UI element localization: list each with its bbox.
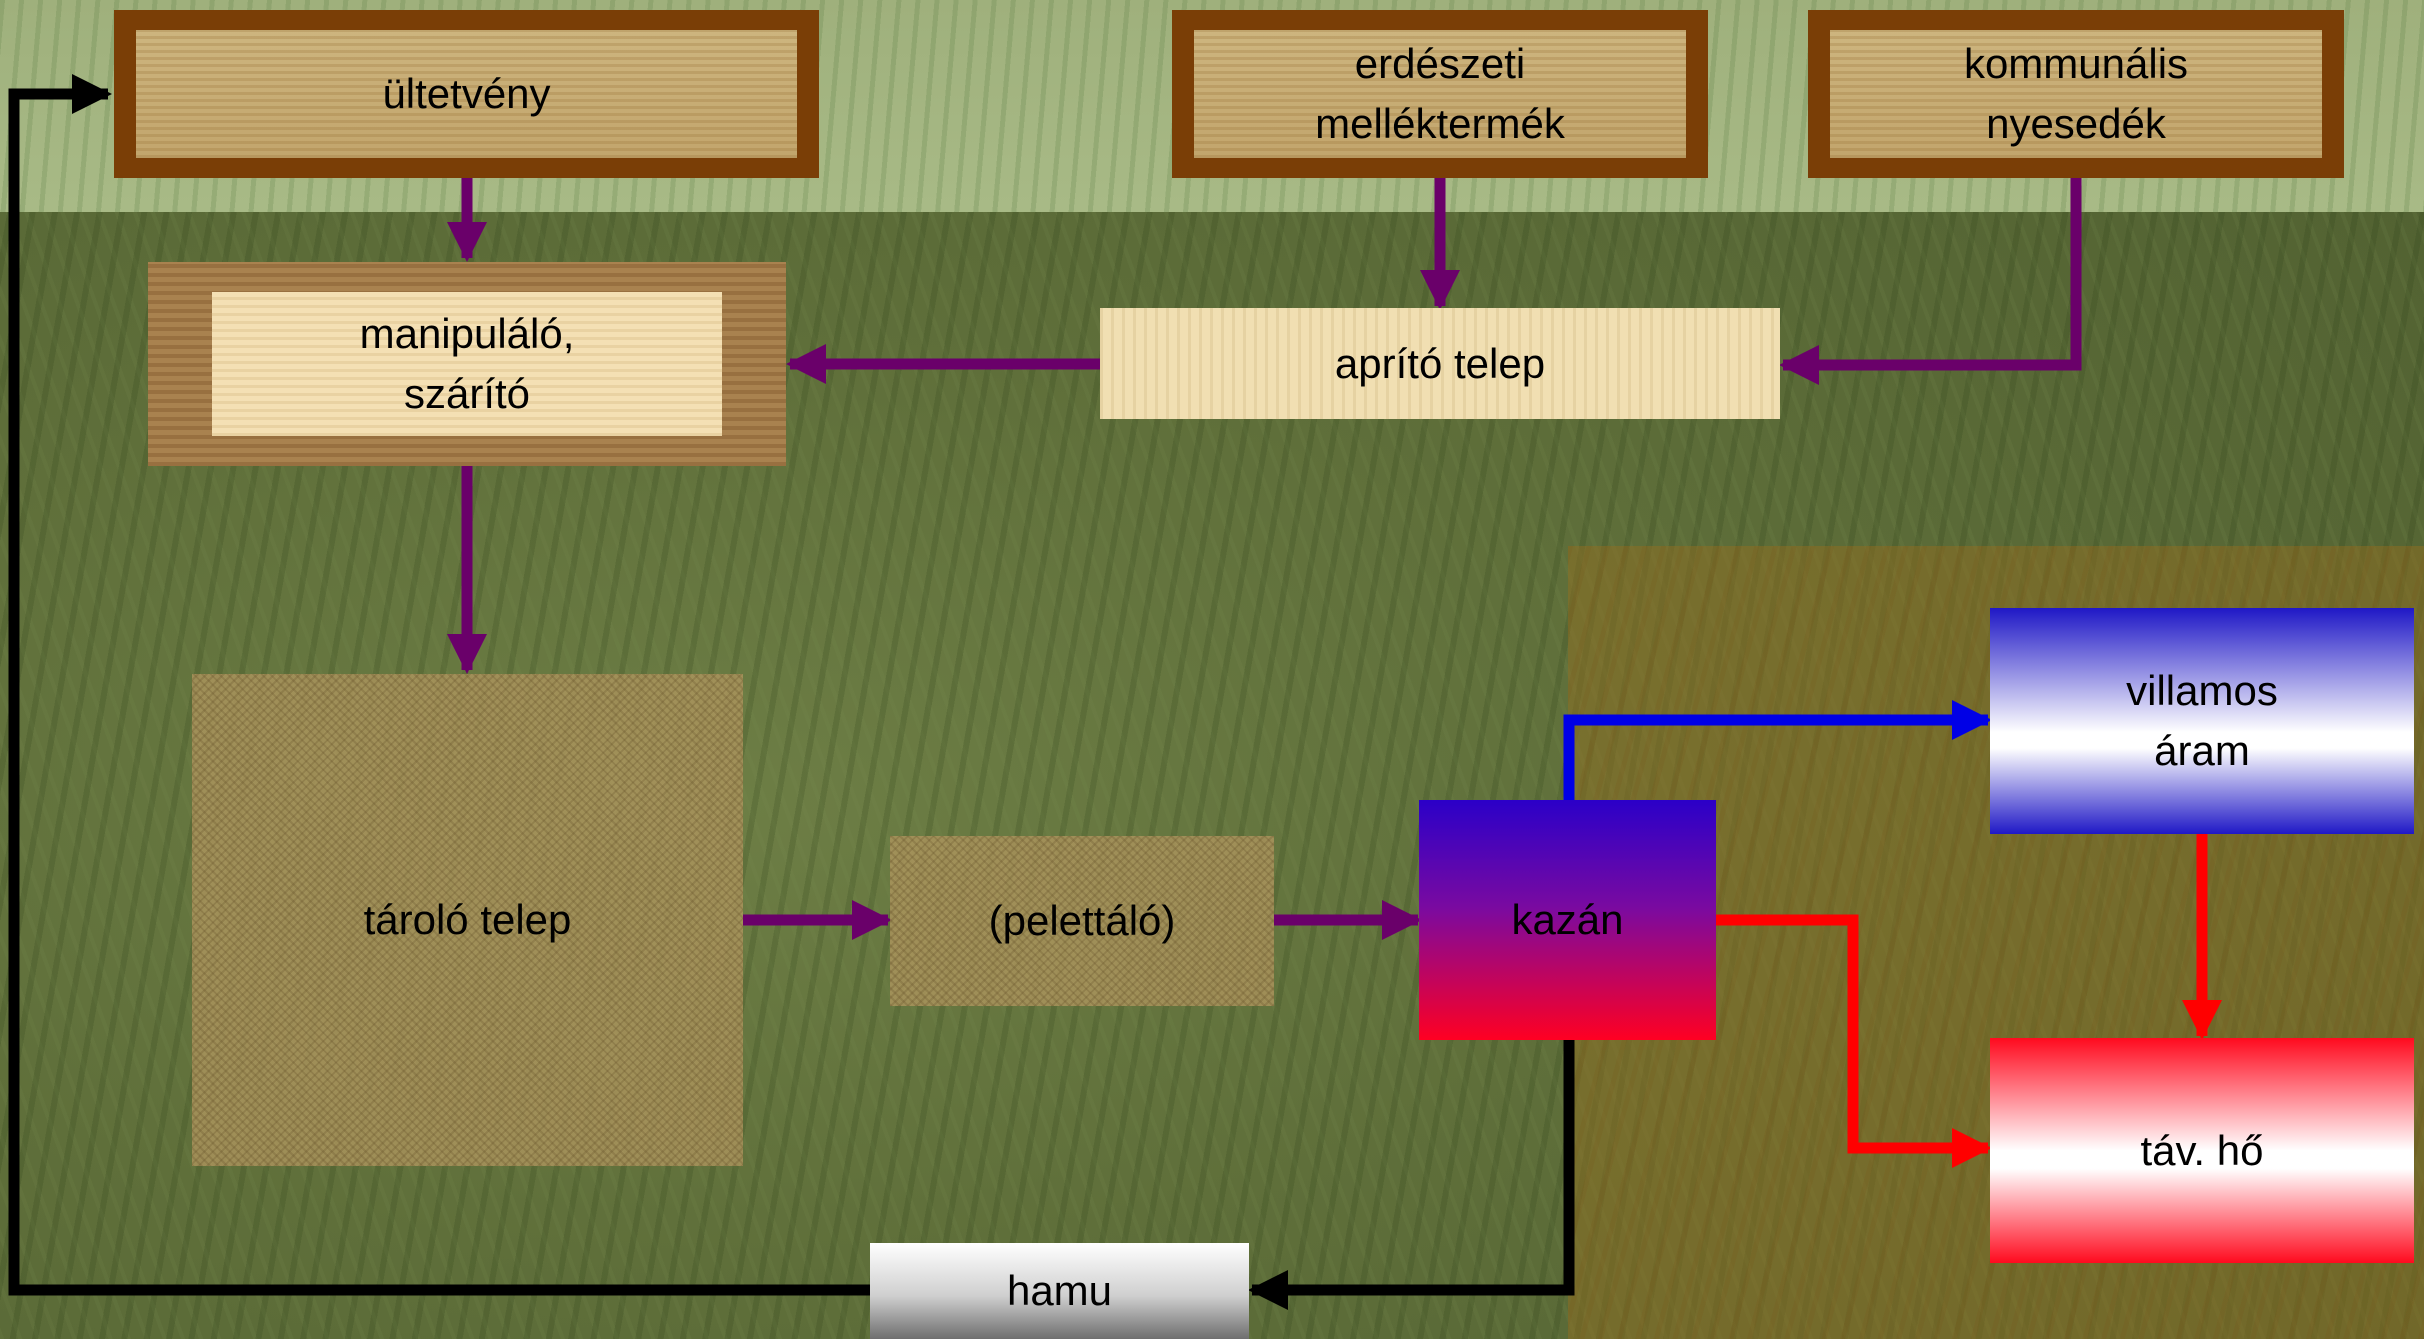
node-kommunalis-nyesedek: kommunális nyesedék (1808, 10, 2344, 178)
node-kazan-label: kazán (1511, 896, 1624, 943)
node-tarolo-telep: tároló telep (192, 674, 743, 1166)
node-tarolo-label: tároló telep (363, 896, 572, 943)
node-erdeszeti-label: erdészeti melléktermék (1315, 40, 1565, 147)
node-ultetveny: ültetvény (114, 10, 819, 178)
node-villamos-aram: villamos áram (1990, 608, 2414, 834)
node-aprito-label: aprító telep (1334, 339, 1546, 387)
node-manipulalo-label: manipuláló, szárító (359, 310, 575, 417)
node-manipulalo-szarito: manipuláló, szárító (148, 262, 786, 466)
node-hamu: hamu (870, 1243, 1249, 1339)
node-tav-ho: táv. hő (1990, 1038, 2414, 1263)
node-pelettalo-label: (pelettáló) (988, 897, 1176, 944)
node-villamos-label: villamos áram (2126, 667, 2278, 774)
node-kazan: kazán (1419, 800, 1716, 1040)
node-pelettalo: (pelettáló) (890, 836, 1274, 1006)
node-erdeszeti-mellektermek: erdészeti melléktermék (1172, 10, 1708, 178)
node-tav-label: táv. hő (2140, 1126, 2264, 1174)
node-ultetveny-label: ültetvény (382, 70, 551, 117)
node-hamu-label: hamu (1006, 1267, 1113, 1314)
node-kommunalis-label: kommunális nyesedék (1963, 40, 2189, 147)
node-aprito-telep: aprító telep (1100, 308, 1780, 419)
